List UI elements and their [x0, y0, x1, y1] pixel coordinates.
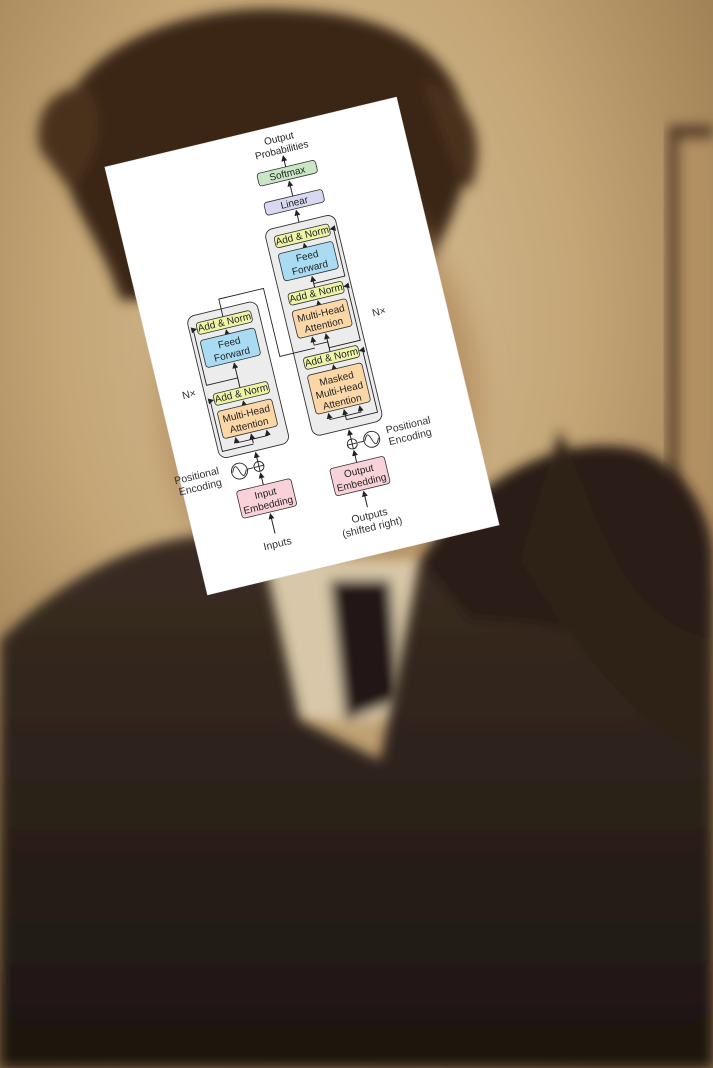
decoder-masked-attention	[307, 362, 371, 415]
softmax-box	[256, 160, 318, 187]
coat	[0, 430, 713, 1068]
encoder-repeat-label: N×	[181, 387, 197, 402]
encoder-add-norm-ff	[195, 310, 253, 335]
decoder-repeat-label: N×	[371, 305, 387, 320]
input-embedding-label-1: Input	[253, 486, 277, 502]
decoder-cross-attention	[291, 298, 353, 339]
encoder-attention	[217, 398, 278, 439]
encoder-feed-forward	[200, 327, 261, 368]
linear-box	[263, 189, 325, 216]
decoder-ff-label-1: Feed	[295, 249, 320, 265]
decoder-positional-wave-icon	[363, 430, 381, 448]
encoder-ff-label-1: Feed	[217, 335, 242, 351]
encoder-add-norm-attn	[212, 381, 270, 406]
encoder-positional-wave-icon	[231, 462, 248, 480]
decoder-feed-forward	[278, 241, 339, 282]
